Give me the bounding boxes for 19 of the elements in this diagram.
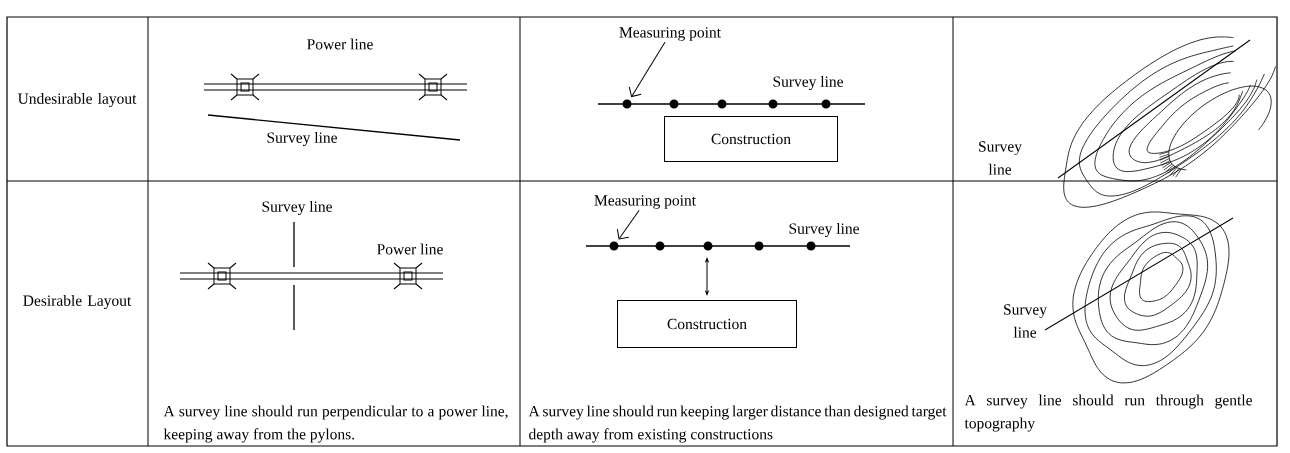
- callout-text: Measuring point: [619, 27, 721, 41]
- line-label: Survey line: [262, 200, 332, 216]
- line-label: Survey line: [773, 75, 843, 91]
- caption-text: A survey line should run perpendicular to a power line, keeping away from the pylons.: [163, 405, 508, 443]
- line-label: Survey line: [789, 222, 859, 238]
- line-label: Survey line: [979, 141, 1022, 175]
- leader-arrow: [616, 209, 640, 240]
- leader-arrow: [628, 41, 666, 98]
- caption-text: A survey line should run through gentle topography: [964, 394, 1252, 432]
- construction-box: Construction: [664, 116, 838, 162]
- row-heading: Desirable Layout: [23, 294, 132, 310]
- line-label: Power line: [307, 38, 373, 50]
- row-heading: Undesirable layout: [17, 92, 137, 108]
- line-label: Survey line: [267, 131, 337, 147]
- construction-box: Construction: [617, 300, 797, 348]
- callout-text: Measuring point: [594, 195, 696, 209]
- line-label: Power line: [377, 243, 443, 255]
- caption-text: A survey line should run keeping larger distance than designed target depth away from existing constructions: [528, 405, 947, 443]
- line-label: Survey line: [1004, 304, 1047, 338]
